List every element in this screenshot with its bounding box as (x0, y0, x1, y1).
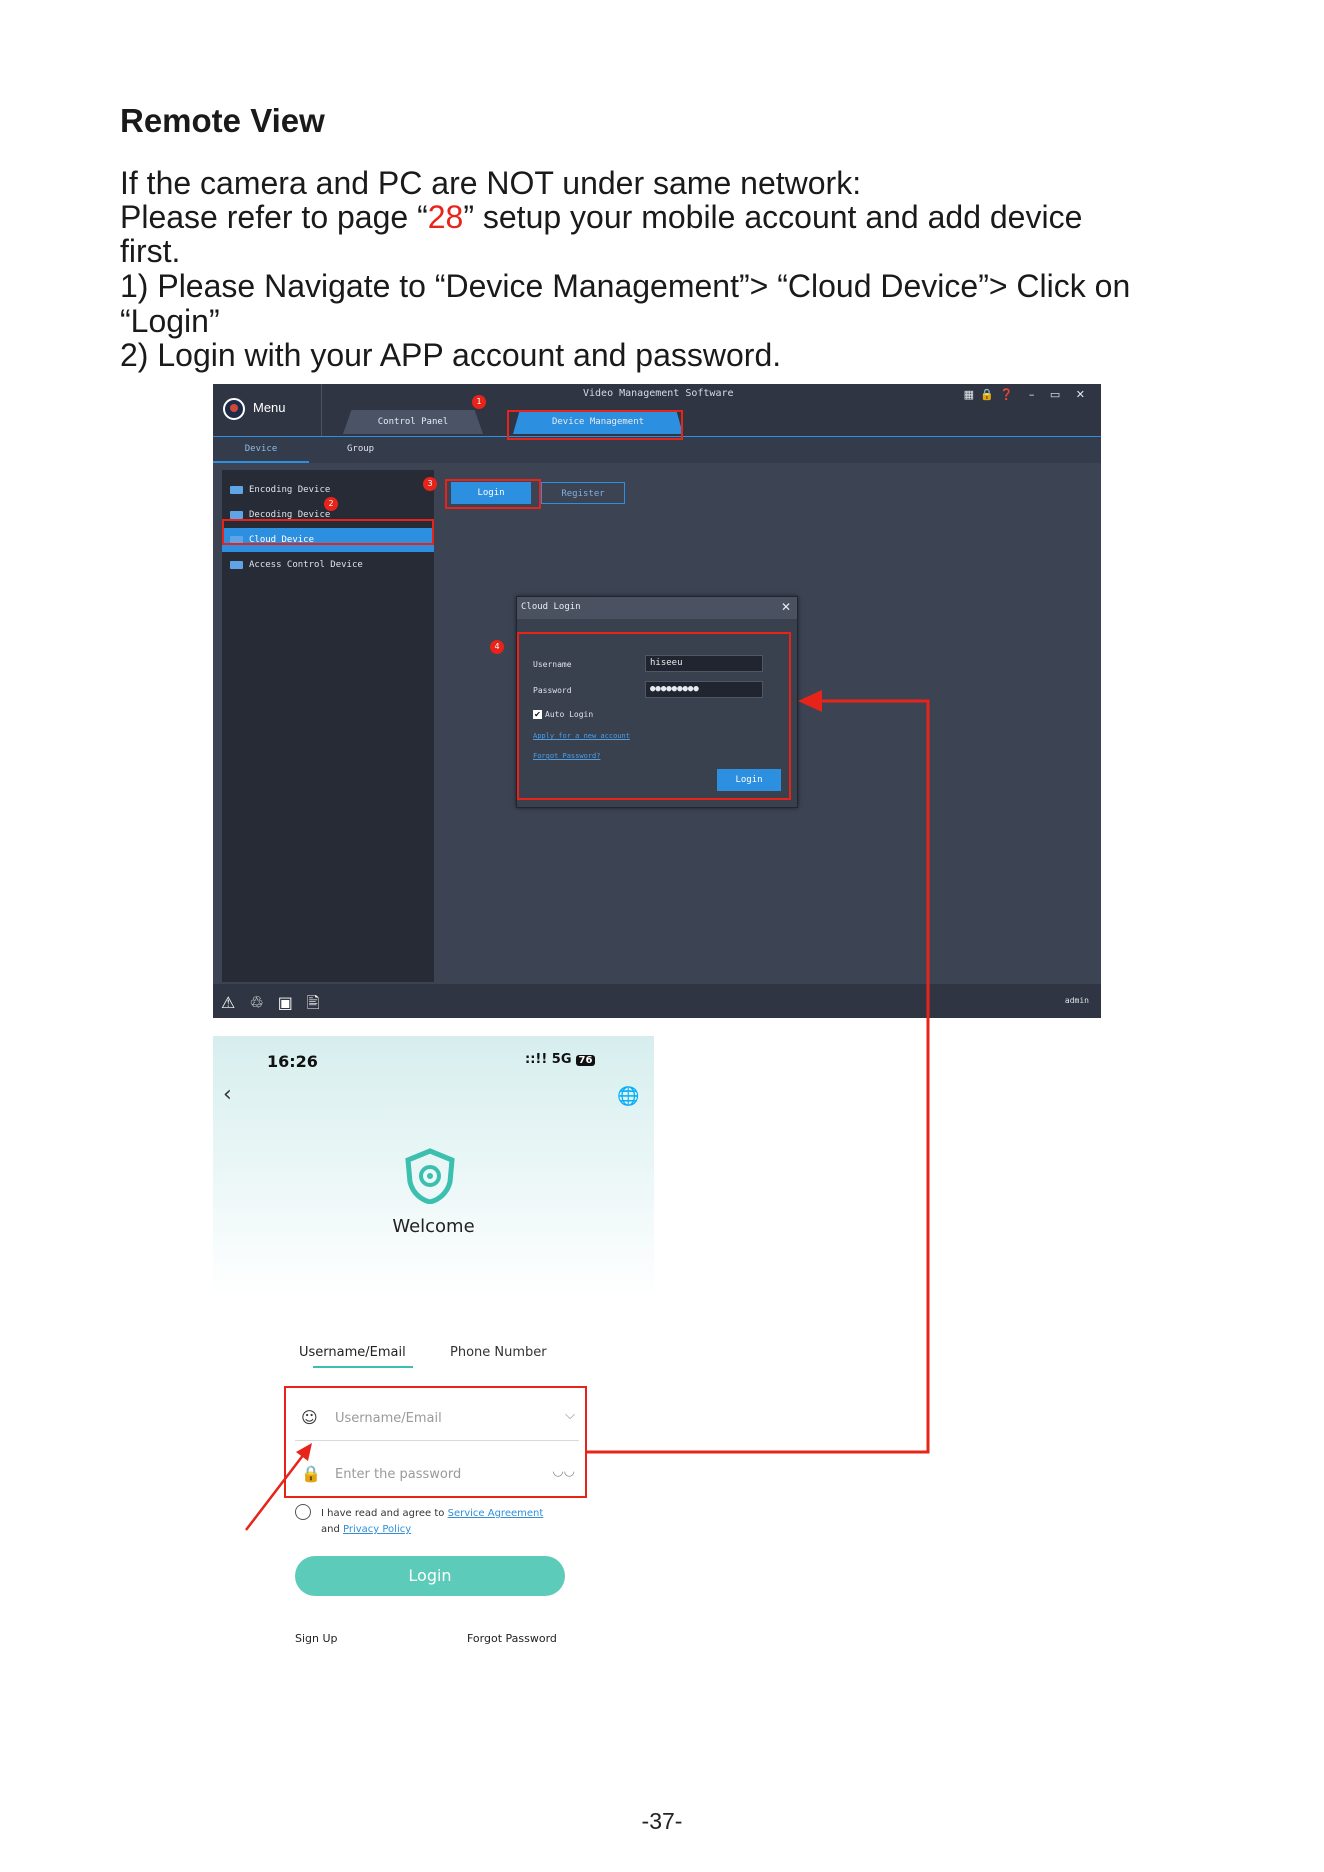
step-badge-1: 1 (472, 395, 486, 409)
status-time: 16:26 (267, 1052, 318, 1071)
username-placeholder: Username/Email (335, 1411, 442, 1426)
sidebar-item-cloud-device[interactable]: Cloud Device (222, 528, 434, 552)
pointer-arrowhead-icon (296, 1443, 312, 1461)
highlight-mobile-credentials (284, 1386, 587, 1498)
page-heading: Remote View (120, 102, 325, 139)
sidebar-item-label: Encoding Device (249, 485, 331, 495)
subtab-group[interactable]: Group (347, 444, 375, 454)
agree-mid: and (321, 1524, 343, 1535)
service-agreement-link[interactable]: Service Agreement (447, 1508, 544, 1519)
current-user: admin (1064, 996, 1089, 1005)
instruction-line-1: If the camera and PC are NOT under same … (120, 165, 862, 201)
instruction-line-3: first. (120, 233, 181, 269)
sidebar-item-encoding-device[interactable]: Encoding Device (222, 478, 434, 502)
device-sidebar: Encoding Device Decoding Device Cloud De… (222, 470, 434, 982)
agreement-text: I have read and agree to Service Agreeme… (321, 1506, 561, 1538)
instruction-line-2-pre: Please refer to page “ (120, 199, 428, 235)
menu-label: Menu (253, 400, 286, 415)
app-logo-icon (223, 398, 245, 420)
signal-icon: ::!! 5G (525, 1052, 572, 1067)
password-label: Password (533, 686, 572, 695)
active-tab-indicator (313, 1366, 413, 1368)
login-button[interactable]: Login (451, 482, 531, 504)
battery-icon: 76 (575, 1055, 596, 1066)
step-badge-3: 3 (423, 477, 437, 491)
pointer-arrow-line (245, 1453, 305, 1531)
agree-prefix: I have read and agree to (321, 1508, 448, 1519)
apply-account-link[interactable]: Apply for a new account (533, 732, 630, 740)
back-icon[interactable]: ‹ (223, 1082, 232, 1107)
close-icon[interactable]: ✕ (780, 600, 791, 614)
shield-eye-logo-icon (405, 1148, 455, 1204)
globe-icon[interactable]: 🌐 (617, 1086, 640, 1107)
user-icon: ☺ (301, 1408, 318, 1427)
step-badge-2: 2 (324, 497, 338, 511)
instruction-line-4: 1) Please Navigate to “Device Management… (120, 268, 1131, 304)
dialog-header: Cloud Login ✕ (517, 597, 797, 619)
username-label: Username (533, 660, 572, 669)
tab-device-management[interactable]: Device Management (513, 410, 683, 434)
dialog-login-button[interactable]: Login (717, 769, 781, 791)
status-bar: ⚠♲▣🖹 admin (213, 984, 1101, 1018)
tab-phone-number[interactable]: Phone Number (450, 1345, 547, 1360)
sign-up-link[interactable]: Sign Up (295, 1632, 338, 1645)
username-email-input[interactable]: ☺ Username/Email ⌵ (295, 1396, 579, 1441)
auto-login-checkbox[interactable]: ✔Auto Login (533, 710, 593, 719)
sidebar-item-label: Access Control Device (249, 560, 363, 570)
instruction-line-6: 2) Login with your APP account and passw… (120, 337, 782, 373)
page-reference: 28 (427, 199, 464, 235)
arrowhead-icon (798, 690, 822, 712)
title-bar: Menu Video Management Software Control P… (213, 384, 1101, 436)
tab-control-panel[interactable]: Control Panel (343, 410, 483, 434)
checkmark-icon: ✔ (533, 710, 542, 719)
lock-icon: 🔒 (301, 1464, 321, 1483)
highlight-login-button (445, 479, 541, 509)
register-button[interactable]: Register (541, 482, 625, 504)
forgot-password-link-mobile[interactable]: Forgot Password (467, 1632, 557, 1645)
eye-closed-icon[interactable]: ◡◡ (552, 1464, 575, 1479)
page-number: -37- (641, 1808, 683, 1834)
connector-line (586, 699, 930, 1454)
highlight-cloud-device (222, 519, 434, 545)
privacy-policy-link[interactable]: Privacy Policy (343, 1524, 412, 1535)
device-icon (230, 485, 243, 494)
sidebar-item-access-control-device[interactable]: Access Control Device (222, 553, 434, 577)
instruction-line-2: Please refer to page “28” setup your mob… (120, 200, 1082, 235)
window-controls-icon[interactable]: ▦🔒❓ – ▭ ✕ (963, 388, 1091, 401)
auto-login-label: Auto Login (545, 710, 594, 719)
sidebar-item-label: Decoding Device (249, 510, 331, 520)
sidebar-item-label: Cloud Device (249, 535, 315, 545)
username-field[interactable]: hiseeu (645, 655, 763, 672)
menu-button[interactable]: Menu (213, 384, 322, 436)
window-title: Video Management Software (583, 388, 734, 399)
cloud-login-dialog: Cloud Login ✕ Username hiseeu Password ●… (516, 596, 798, 808)
forgot-password-link[interactable]: Forgot Password? (533, 752, 601, 760)
tab-username-email[interactable]: Username/Email (299, 1345, 406, 1360)
step-badge-4: 4 (490, 640, 504, 654)
instruction-line-5: “Login” (120, 303, 220, 339)
mobile-login-button[interactable]: Login (295, 1556, 565, 1596)
sub-tab-bar: Device Group (213, 436, 1101, 463)
password-placeholder: Enter the password (335, 1467, 462, 1482)
device-icon (230, 510, 243, 519)
sidebar-item-decoding-device[interactable]: Decoding Device (222, 503, 434, 527)
highlight-login-form (517, 632, 791, 800)
subtab-device[interactable]: Device (213, 437, 309, 463)
welcome-title: Welcome (392, 1216, 475, 1237)
device-icon (230, 560, 243, 569)
cloud-device-icon (230, 535, 243, 544)
password-field[interactable]: ●●●●●●●●● (645, 681, 763, 698)
agree-checkbox[interactable] (295, 1504, 311, 1520)
vms-window: Menu Video Management Software Control P… (213, 384, 1101, 1018)
chevron-down-icon[interactable]: ⌵ (565, 1408, 575, 1423)
highlight-device-management (507, 410, 683, 440)
status-toolbar-icons[interactable]: ⚠♲▣🖹 (221, 993, 334, 1012)
dialog-title: Cloud Login (521, 602, 581, 612)
instruction-line-2-post: ” setup your mobile account and add devi… (463, 199, 1083, 235)
